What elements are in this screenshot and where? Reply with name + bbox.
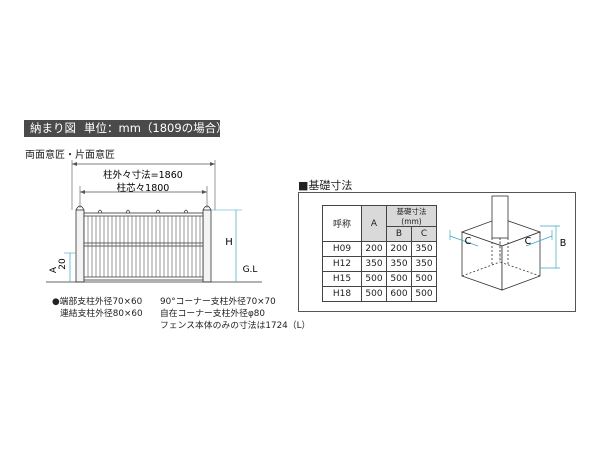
iso-post: [491, 195, 509, 265]
note-left-1: ●端部支柱外径70×60: [52, 297, 143, 307]
header-name: 呼称: [322, 205, 362, 242]
note-left-2: 連結支柱外径80×60: [60, 309, 143, 319]
b-label: B: [560, 238, 567, 249]
table-row: H18 500 600 500: [322, 286, 437, 302]
diagram-title: 納まり図: [30, 121, 76, 135]
height-label: H: [225, 237, 233, 248]
unit-label: 単位：mm（1809の場合）: [84, 121, 228, 135]
c-right-dim-line: [525, 235, 553, 247]
note-right-1: 90°コーナー支柱外径70×70: [160, 297, 276, 307]
outer-dim-text: 柱外々寸法=1860: [103, 169, 183, 181]
c-left-label: C: [465, 236, 472, 247]
foundation-title: ■基礎寸法: [298, 179, 353, 192]
design-subtitle: 両面意匠・片面意匠: [25, 150, 115, 161]
table-row: H15 500 500 500: [322, 271, 437, 287]
ground-label: G.L: [243, 265, 258, 275]
c-right-label: C: [525, 236, 532, 247]
title-bar: 納まり図単位：mm（1809の場合）: [24, 120, 228, 137]
center-dim-text: 柱芯々1800: [117, 182, 170, 194]
base-value: 20: [58, 258, 68, 270]
header-group: 基礎寸法(mm): [386, 205, 437, 227]
foundation-table: 呼称 A 基礎寸法(mm) B C H09 200 200 350 H12 35…: [322, 205, 437, 302]
fence-panel: [83, 209, 204, 281]
base-label: A: [49, 266, 59, 273]
note-right-2: 自在コーナー支柱外径φ80: [160, 309, 265, 319]
header-b: B: [386, 226, 412, 242]
table-row: H12 350 350 350: [322, 256, 437, 272]
c-left-dim-line: [449, 235, 479, 247]
note-right-3: フェンス本体のみの寸法は1724（L）: [160, 321, 311, 331]
foundation-panel: [298, 192, 576, 312]
